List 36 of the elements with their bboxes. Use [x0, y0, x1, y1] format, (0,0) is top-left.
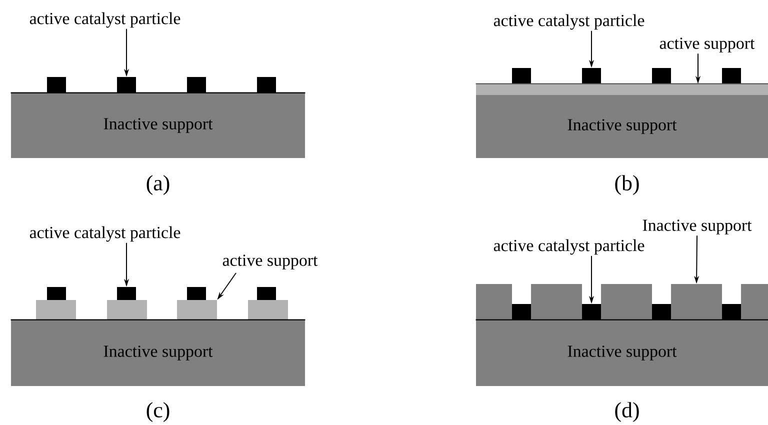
support-block: [601, 284, 652, 320]
support-block: [531, 284, 582, 320]
support-block: [248, 300, 288, 320]
catalyst-particle: [722, 304, 741, 320]
annotation-label: active support: [660, 38, 755, 52]
catalyst-particle: [512, 304, 531, 320]
catalyst-particle: [257, 77, 276, 93]
support-block: [177, 300, 217, 320]
support-slab: Inactive support: [10, 92, 306, 158]
annotation-label: active catalyst particle: [494, 239, 644, 255]
support-block: [741, 284, 768, 320]
catalyst-particle: [257, 287, 276, 300]
annotation-label: active catalyst particle: [30, 226, 180, 242]
catalyst-particle: [652, 304, 671, 320]
catalyst-particle: [47, 287, 66, 300]
catalyst-particle: [117, 77, 136, 93]
catalyst-particle: [512, 68, 531, 84]
catalyst-particle: [47, 77, 66, 93]
catalyst-particle: [582, 68, 601, 84]
annotation-label: active support: [222, 254, 318, 270]
support-block: [36, 300, 76, 320]
catalyst-particle: [187, 77, 206, 93]
support-block: [107, 300, 147, 320]
annotation-label: Inactive support: [642, 220, 752, 234]
catalyst-particle: [722, 68, 741, 84]
support-block: [671, 284, 722, 320]
catalyst-particle: [582, 304, 601, 320]
support-layer: [475, 83, 768, 95]
annotation-label: active catalyst particle: [30, 12, 180, 28]
annotation-label: active catalyst particle: [494, 14, 644, 30]
catalyst-particle: [652, 68, 671, 84]
catalyst-particle: [117, 287, 136, 300]
support-slab: Inactive support: [10, 319, 306, 386]
catalyst-particle: [187, 287, 206, 300]
support-block: [476, 284, 512, 320]
support-slab: Inactive support: [476, 95, 768, 158]
